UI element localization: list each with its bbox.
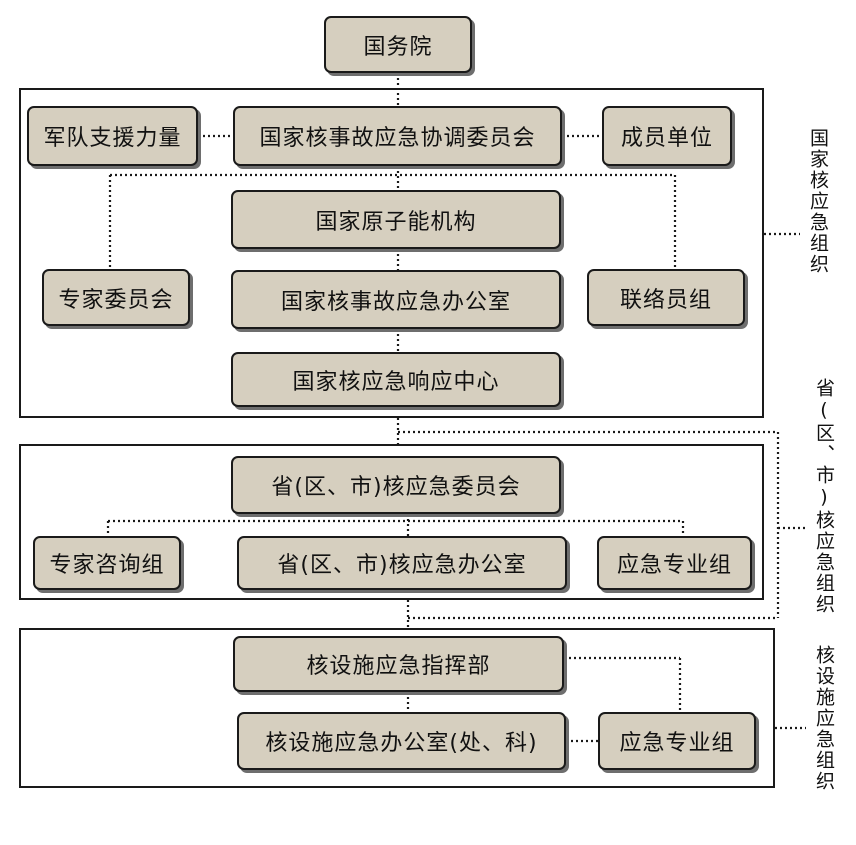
atomic-energy-agency-node: 国家原子能机构	[231, 190, 561, 249]
response-center-node: 国家核应急响应中心	[231, 352, 561, 407]
national-section-label: 国家核应急组织	[807, 128, 829, 275]
facility-specialty-group-node: 应急专业组	[598, 712, 756, 770]
member-units-node: 成员单位	[602, 106, 732, 166]
national-office-node: 国家核事故应急办公室	[231, 270, 561, 329]
provincial-committee-node: 省(区、市)核应急委员会	[231, 456, 561, 514]
facility-office-node: 核设施应急办公室(处、科)	[237, 712, 566, 770]
state-council-node: 国务院	[324, 16, 472, 73]
coordination-committee-node: 国家核事故应急协调委员会	[233, 106, 562, 166]
facility-section-frame	[19, 628, 775, 788]
provincial-specialty-group-node: 应急专业组	[597, 536, 752, 590]
expert-committee-node: 专家委员会	[42, 269, 190, 326]
military-support-node: 军队支援力量	[27, 106, 198, 166]
provincial-expert-group-node: 专家咨询组	[33, 536, 181, 590]
national-section-frame	[19, 88, 764, 418]
provincial-section-frame	[19, 444, 764, 600]
facility-command-node: 核设施应急指挥部	[233, 636, 564, 692]
liaison-group-node: 联络员组	[587, 269, 745, 326]
facility-section-label: 核设施应急组织	[813, 645, 835, 792]
provincial-section-label: 省(区、市)核应急组织	[813, 378, 835, 615]
provincial-office-node: 省(区、市)核应急办公室	[237, 536, 567, 590]
